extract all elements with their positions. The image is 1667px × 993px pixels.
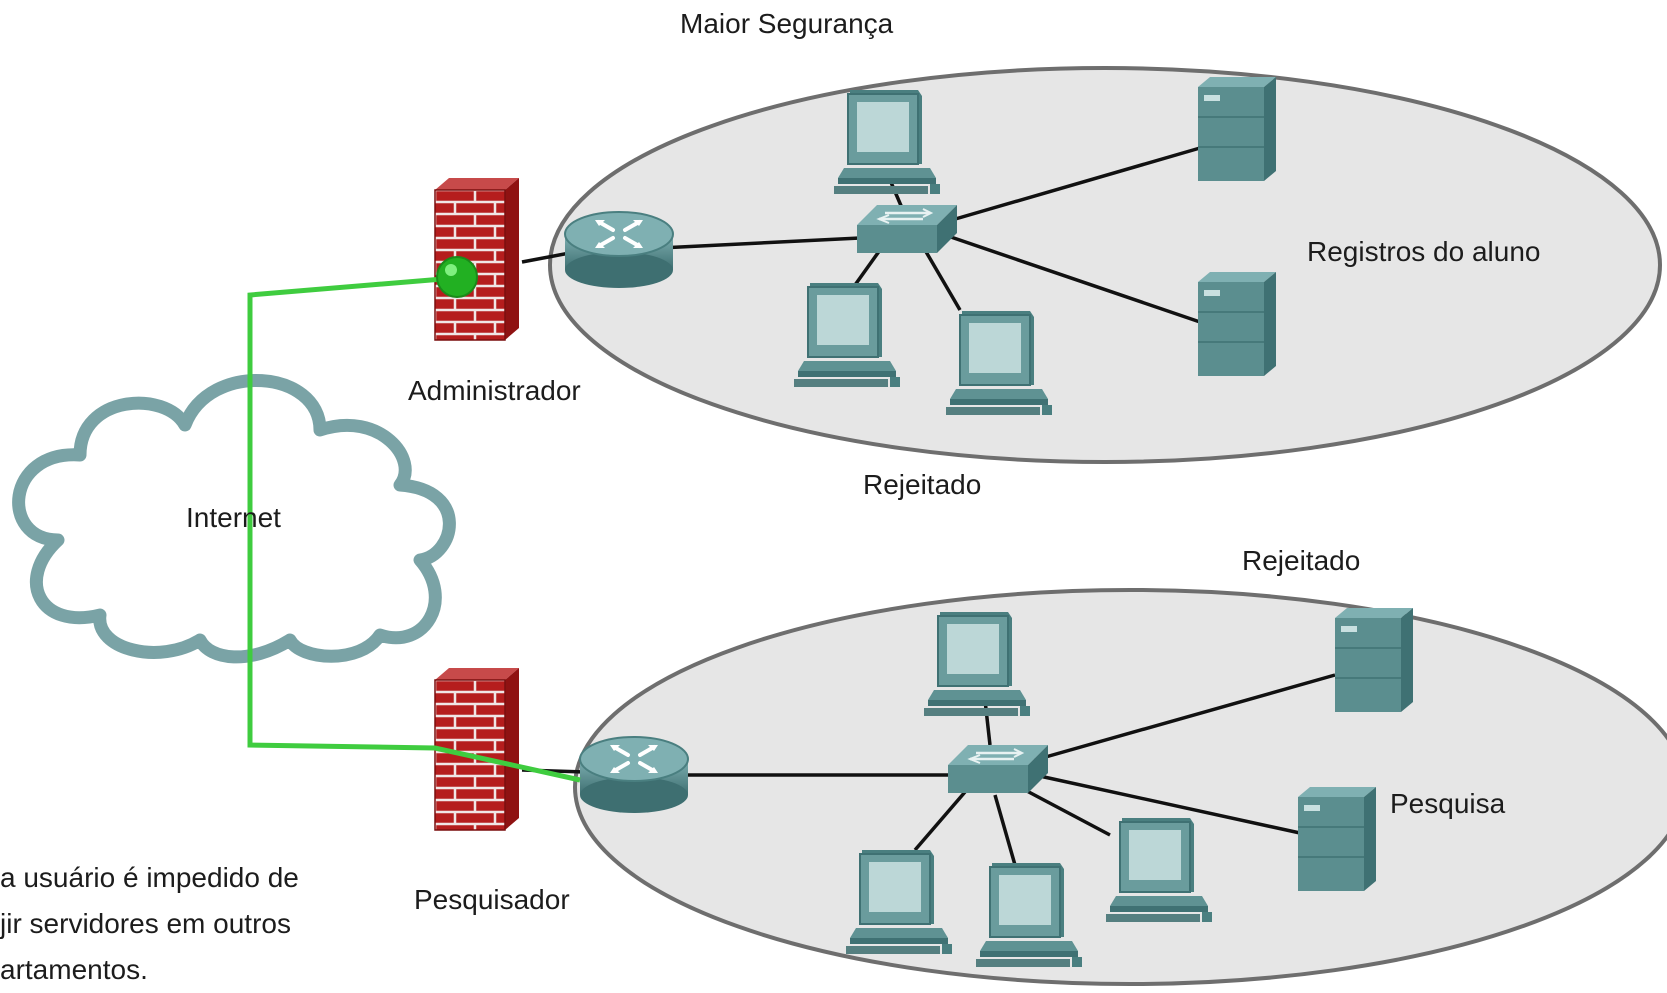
research-network-enclosure [573,588,1667,986]
admin-network-links [521,146,1201,324]
student-records-server-icon [1197,76,1277,182]
research-server-icon [1334,607,1414,713]
internet-cloud-icon [12,374,456,664]
rejected-label-2: Rejeitado [1242,545,1361,576]
research-router-icon [578,735,690,815]
student-records-label: Registros do aluno [1307,236,1541,267]
researcher-label: Pesquisador [414,884,570,915]
rejected-label-1: Rejeitado [863,469,982,500]
admin-label: Administrador [408,375,581,406]
top-title-label: Maior Segurança [680,8,894,39]
traffic-path [247,275,581,783]
internet-label: Internet [186,502,281,533]
status-dot-highlight [445,264,457,276]
status-dot-icon [436,256,478,298]
research-label: Pesquisa [1390,788,1506,819]
admin-switch-icon [855,203,959,255]
caption-line: artamentos. [0,954,148,985]
research-switch-icon [946,743,1050,795]
research-server-icon [1297,786,1377,892]
caption-line: jir servidores em outros [0,908,291,939]
caption-text: a usuário é impedido de jir servidores e… [0,855,345,993]
admin-router-icon [563,210,675,290]
student-records-server-icon [1197,271,1277,377]
caption-line: a usuário é impedido de [0,862,299,893]
